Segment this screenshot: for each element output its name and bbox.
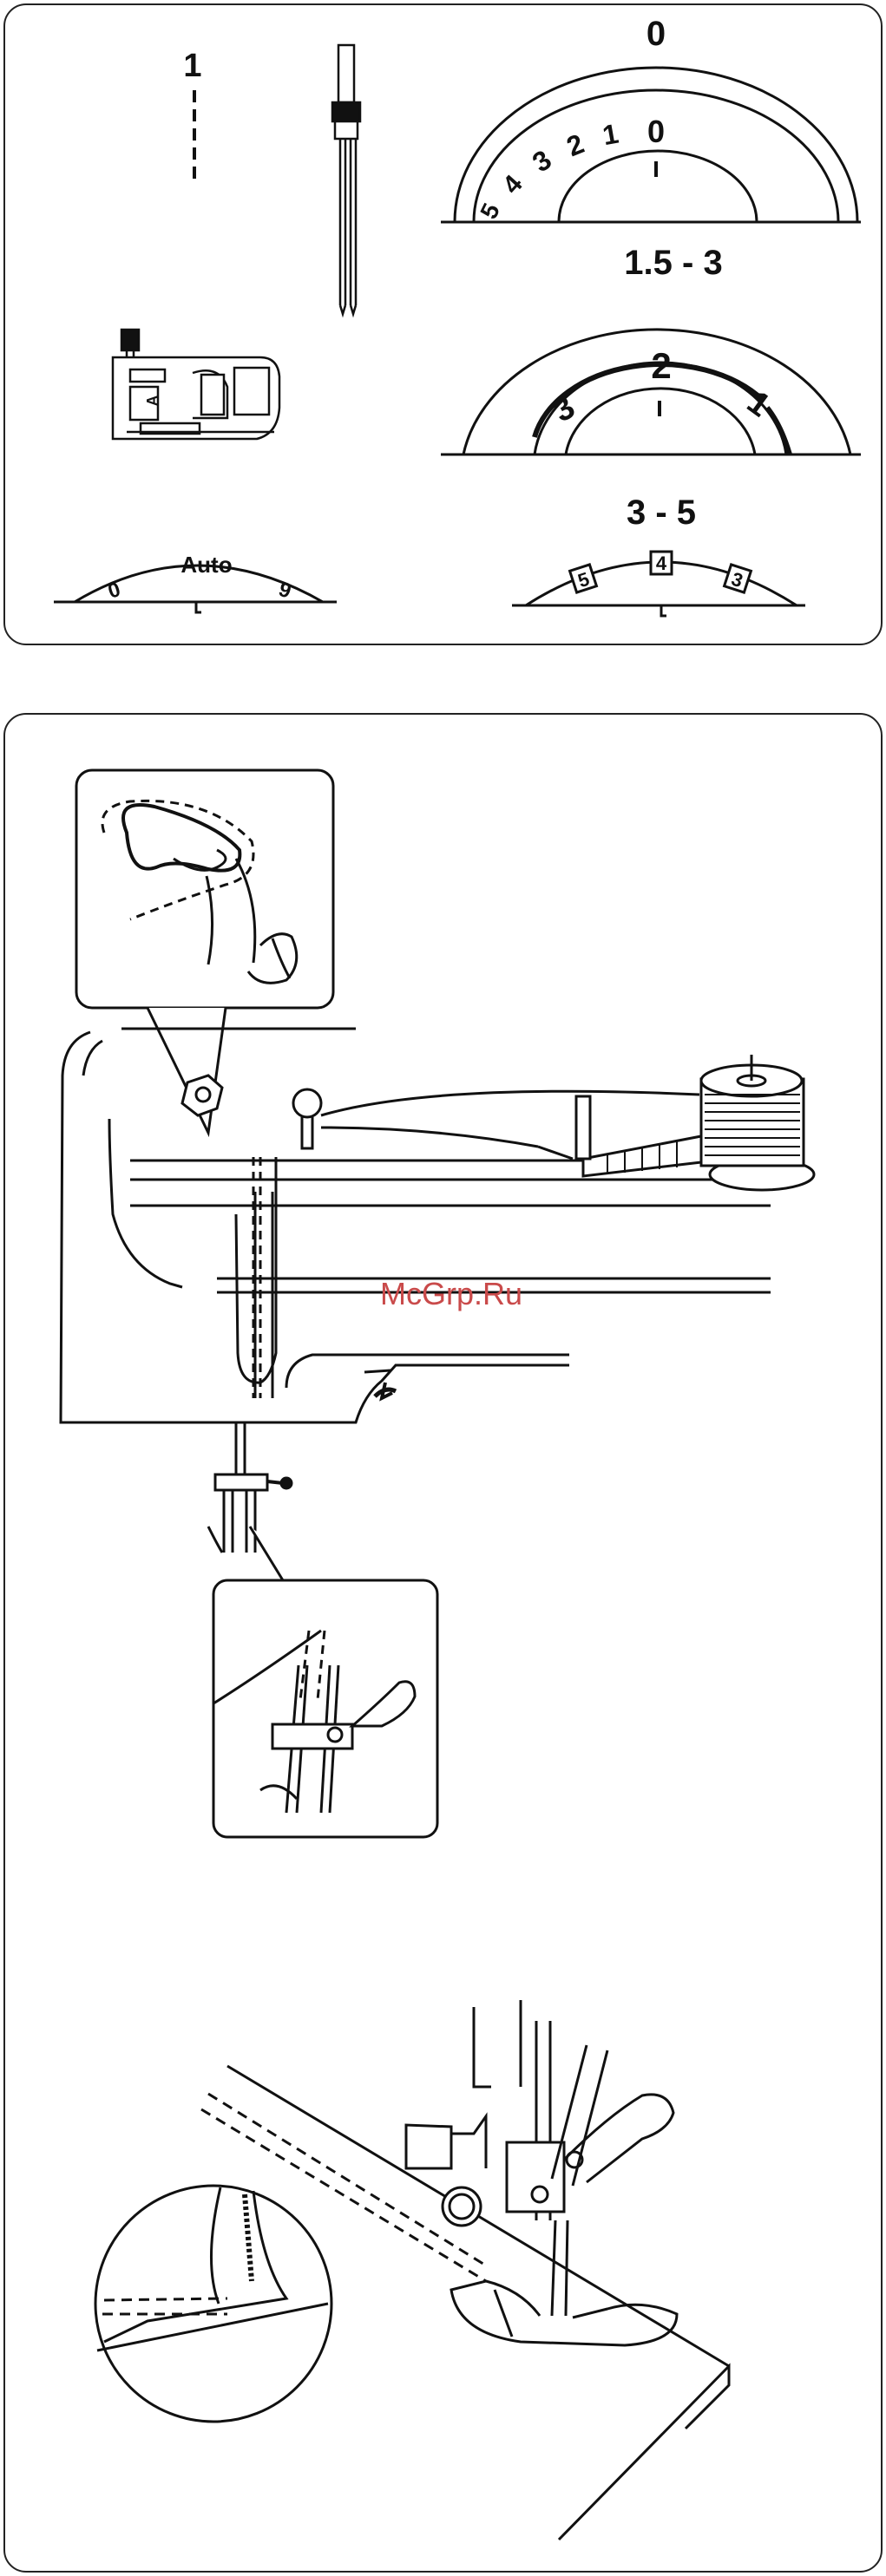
machine-head <box>61 1029 784 1422</box>
thread-guide-knob <box>182 1076 222 1115</box>
watermark: McGrp.Ru <box>380 1276 522 1311</box>
stitch-detail-inset <box>95 2186 331 2422</box>
needle-bar <box>208 1422 292 1553</box>
thread-path <box>236 1089 699 1398</box>
spool-of-thread <box>576 1055 814 1190</box>
needle-threading-inset <box>213 1527 437 1837</box>
